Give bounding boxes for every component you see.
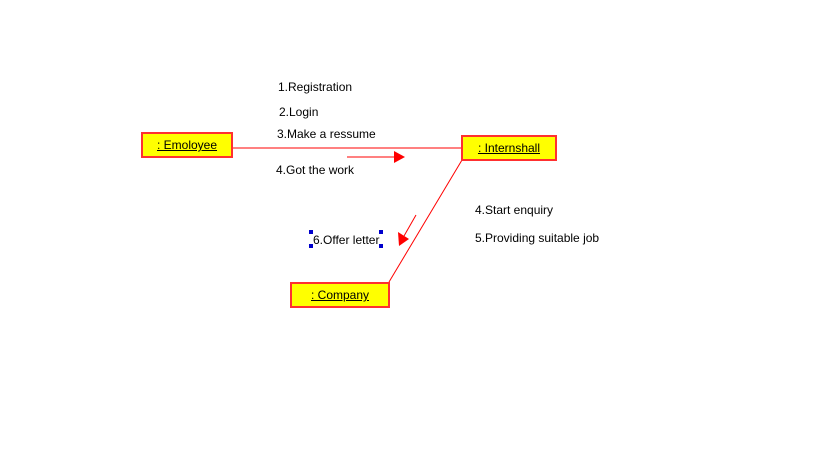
selection-handle-top-right[interactable]	[379, 230, 383, 234]
selection-handle-bottom-left[interactable]	[309, 244, 313, 248]
object-employee[interactable]: : Emoloyee	[141, 132, 233, 158]
message-arrow-right-head	[394, 151, 405, 163]
message-arrow-diagonal-head	[398, 232, 409, 246]
object-company[interactable]: : Company	[290, 282, 390, 308]
message-offer-letter[interactable]: 6.Offer letter	[313, 233, 380, 247]
message-arrow-diagonal-shaft	[403, 214, 417, 237]
message-providing-job[interactable]: 5.Providing suitable job	[475, 231, 600, 245]
message-start-enquiry[interactable]: 4.Start enquiry	[475, 203, 554, 217]
message-got-work[interactable]: 4.Got the work	[276, 163, 355, 177]
selection-handle-top-left[interactable]	[309, 230, 313, 234]
message-login[interactable]: 2.Login	[279, 105, 319, 119]
message-make-resume[interactable]: 3.Make a ressume	[277, 127, 376, 141]
selection-handle-bottom-right[interactable]	[379, 244, 383, 248]
link-internshall-company[interactable]	[388, 159, 463, 283]
object-internshall[interactable]: : Internshall	[461, 135, 557, 161]
message-registration[interactable]: 1.Registration	[278, 80, 353, 94]
